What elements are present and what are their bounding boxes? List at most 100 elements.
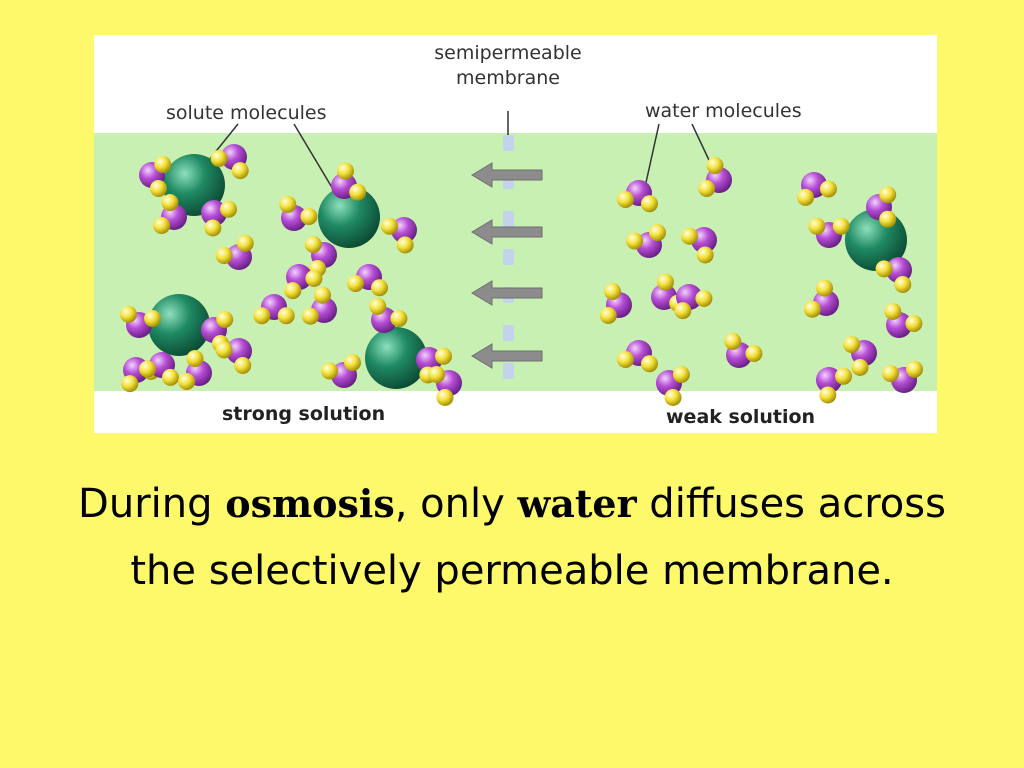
water-molecule-hydrogen [277, 307, 295, 325]
water-molecule-hydrogen [153, 216, 171, 234]
water-molecule-hydrogen [706, 157, 724, 175]
water-molecule-hydrogen [906, 360, 924, 378]
diffusion-arrows [471, 162, 543, 369]
water-molecule-hydrogen [672, 366, 690, 384]
water-molecule-hydrogen [253, 307, 271, 325]
water-molecule-hydrogen [905, 315, 923, 333]
water-molecule-hydrogen [435, 347, 453, 365]
arrow-4 [471, 343, 543, 369]
water-molecule-hydrogen [835, 367, 853, 385]
water-molecule-hydrogen [797, 188, 815, 206]
water-molecule-hydrogen [851, 358, 869, 376]
water-molecule-hydrogen [284, 282, 302, 300]
water-molecule-hydrogen [808, 217, 826, 235]
water-molecule-hydrogen [664, 388, 682, 406]
water-molecule-hydrogen [215, 341, 233, 359]
water-molecule-hydrogen [894, 276, 912, 294]
water-molecule-hydrogen [305, 269, 323, 287]
caption-text-1: During [78, 481, 226, 527]
caption-text-2: , only [394, 481, 518, 527]
water-molecule-hydrogen [680, 227, 698, 245]
solute-molecules-label: solute molecules [166, 102, 326, 124]
water-molecule-hydrogen [371, 279, 389, 297]
water-molecule-hydrogen [626, 232, 644, 250]
water-molecule-hydrogen [879, 186, 897, 204]
arrow-2 [471, 219, 543, 245]
molecules [119, 144, 924, 406]
water-molecule-hydrogen [204, 219, 222, 237]
water-molecule-hydrogen [641, 355, 659, 373]
water-molecule-hydrogen [346, 274, 364, 292]
water-molecule-hydrogen [884, 302, 902, 320]
water-molecule-hydrogen [279, 195, 297, 213]
water-molecule-hydrogen [803, 300, 821, 318]
water-molecule-hydrogen [336, 162, 354, 180]
water-molecule-hydrogen [119, 305, 137, 323]
water-molecule-hydrogen [161, 368, 179, 386]
water-molecule-hydrogen [599, 307, 617, 325]
strong-solution-label: strong solution [222, 403, 385, 425]
water-molecule-hydrogen [349, 183, 367, 201]
water-molecule-hydrogen [843, 336, 861, 354]
water-molecule-hydrogen [724, 332, 742, 350]
water-molecule-hydrogen [321, 362, 339, 380]
water-molecule-hydrogen [186, 350, 204, 368]
water-molecule-hydrogen [819, 386, 837, 404]
water-molecule-hydrogen [210, 149, 228, 167]
water-molecule-hydrogen [604, 282, 622, 300]
water-molecule-hydrogen [300, 208, 318, 226]
water-molecule-hydrogen [314, 286, 332, 304]
water-molecule-hydrogen [616, 190, 634, 208]
water-molecule-hydrogen [369, 297, 387, 315]
water-molecule-hydrogen [236, 234, 254, 252]
water-molecule-hydrogen [144, 310, 162, 328]
weak-solution-label: weak solution [666, 406, 815, 428]
caption: During osmosis, only water diffuses acro… [40, 470, 984, 605]
water-molecule-hydrogen [121, 375, 139, 393]
water-molecule-hydrogen [641, 195, 659, 213]
water-molecule-hydrogen [343, 354, 361, 372]
water-molecule-hydrogen [436, 388, 454, 406]
water-molecule-hydrogen [139, 360, 157, 378]
water-molecule-hydrogen [231, 162, 249, 180]
water-molecule-hydrogen [648, 224, 666, 242]
water-molecule-hydrogen [695, 289, 713, 307]
water-molecule-hydrogen [216, 310, 234, 328]
arrow-3 [471, 280, 543, 306]
membrane-label-line1: semipermeable [434, 42, 581, 64]
arrow-1 [471, 162, 543, 188]
membrane-label-line2: membrane [456, 67, 560, 89]
water-molecule-hydrogen [875, 260, 893, 278]
water-molecule-hydrogen [161, 194, 179, 212]
water-molecule-hydrogen [816, 279, 834, 297]
solute-molecule [318, 186, 380, 248]
water-molecule-hydrogen [154, 155, 172, 173]
water-molecule-hydrogen [832, 217, 850, 235]
water-molecule-hydrogen [819, 180, 837, 198]
water-molecule-hydrogen [396, 236, 414, 254]
water-molecule-hydrogen [149, 180, 167, 198]
water-molecule-hydrogen [879, 210, 897, 228]
solute-molecule [148, 294, 210, 356]
water-molecule-hydrogen [696, 246, 714, 264]
solute-molecule [365, 327, 427, 389]
osmosis-term: osmosis [225, 481, 395, 526]
water-molecule-hydrogen [745, 345, 763, 363]
water-molecule-hydrogen [234, 357, 252, 375]
water-molecule-hydrogen [674, 302, 692, 320]
osmosis-diagram: semipermeable membrane solute molecules … [94, 35, 937, 433]
water-molecule-hydrogen [428, 366, 446, 384]
water-molecule-hydrogen [301, 307, 319, 325]
water-molecule-hydrogen [656, 273, 674, 291]
water-molecule-hydrogen [220, 200, 238, 218]
water-term: water [517, 481, 637, 526]
water-molecule-hydrogen [390, 310, 408, 328]
water-molecule-hydrogen [215, 247, 233, 265]
water-molecule-hydrogen [698, 179, 716, 197]
water-molecule-hydrogen [178, 372, 196, 390]
water-molecule-hydrogen [616, 350, 634, 368]
water-molecule-hydrogen [881, 365, 899, 383]
water-molecule-hydrogen [380, 217, 398, 235]
water-molecule-hydrogen [304, 235, 322, 253]
solute-molecule [163, 154, 225, 216]
